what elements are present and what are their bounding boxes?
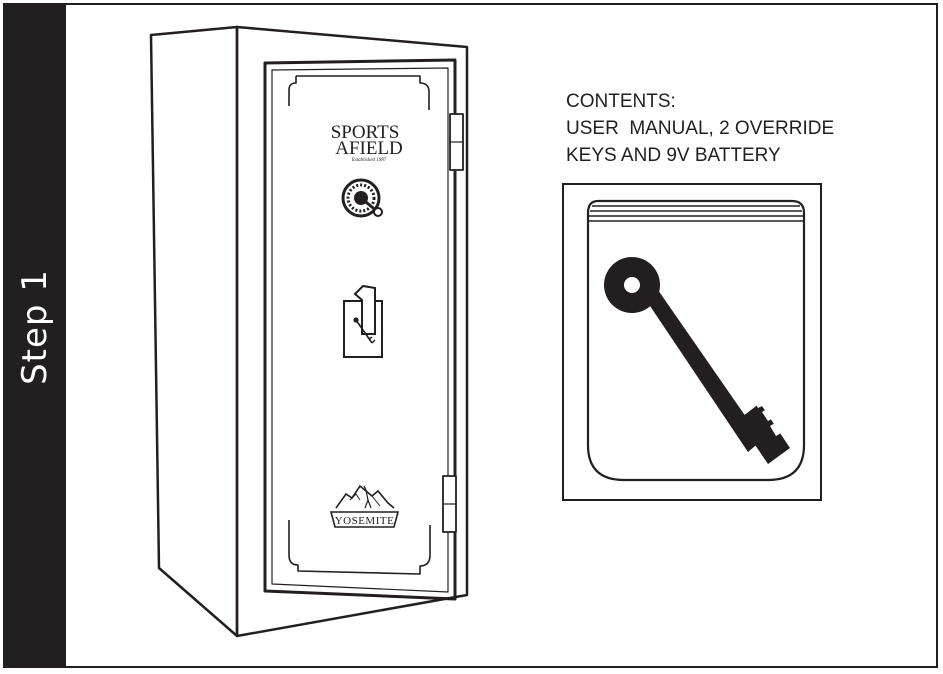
brand-established: Established 1987: [351, 158, 387, 163]
page-frame: [3, 3, 938, 668]
contents-line-2: USER MANUAL, 2 OVERRIDE: [566, 118, 835, 139]
contents-text: CONTENTS: USER MANUAL, 2 OVERRIDE KEYS A…: [566, 88, 834, 169]
handle-plate-icon: [343, 284, 383, 358]
brand-line-1: SPORTS: [331, 122, 400, 143]
step-sidebar: [5, 5, 66, 666]
bracket-top-left: [288, 76, 297, 106]
override-key-icon: [604, 257, 790, 464]
dial-lock-icon: [341, 178, 383, 218]
contents-line-3: KEYS AND 9V BATTERY: [566, 145, 781, 166]
brand-line-2: AFIELD: [335, 138, 403, 159]
yosemite-logo: [329, 484, 400, 528]
safe-front-body: [235, 25, 469, 638]
safe-door: [263, 58, 457, 601]
gun-safe-illustration: [149, 25, 469, 638]
contents-heading: CONTENTS:: [566, 91, 676, 112]
bracket-bottom: [288, 520, 431, 575]
bracket-top-right: [296, 75, 430, 110]
yosemite-text: YOSEMITE: [335, 515, 395, 527]
safe-side-panel: [149, 25, 239, 638]
safe-door-inner: [271, 67, 449, 593]
